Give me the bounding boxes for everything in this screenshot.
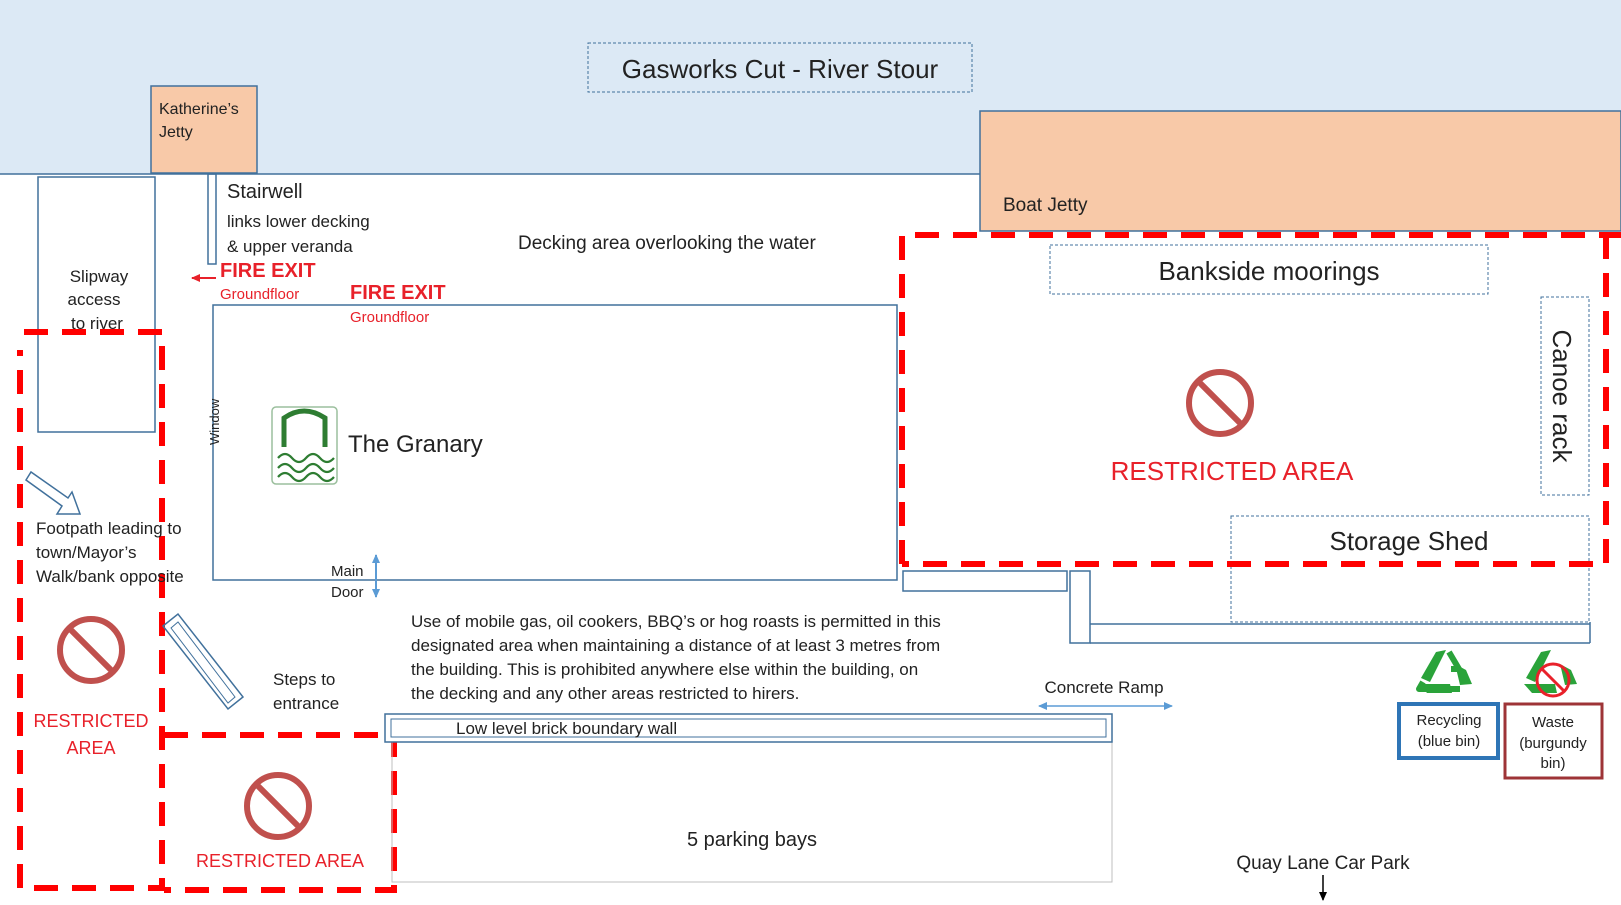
waste-label-1: Waste <box>1532 714 1574 731</box>
concrete-ramp-label: Concrete Ramp <box>1044 678 1163 697</box>
katherines-jetty: Katherine’s Jetty <box>150 85 258 174</box>
katherines-jetty-label-1: Katherine’s <box>159 101 239 118</box>
recycling-label-2: (blue bin) <box>1418 733 1481 750</box>
waste-label-2: (burgundy <box>1519 735 1587 752</box>
no-entry-icon <box>1535 662 1571 698</box>
parking-area: 5 parking bays <box>391 739 1113 883</box>
waste-bin: Waste (burgundy bin) <box>1503 650 1604 780</box>
fire-exit-label: FIRE EXIT <box>350 282 446 304</box>
concrete-ramp: Concrete Ramp <box>1038 678 1173 710</box>
fire-exit-stairwell: FIRE EXIT Groundfloor <box>191 260 316 303</box>
no-entry-icon <box>1186 369 1254 437</box>
bankside-moorings-label: Bankside moorings <box>1158 256 1379 286</box>
katherines-jetty-label-2: Jetty <box>159 124 193 141</box>
steps: Steps to entrance <box>161 612 339 713</box>
concrete-ramp-path <box>902 570 1591 644</box>
slipway: Slipway access to river <box>37 176 156 433</box>
slipway-line-1: Slipway <box>70 267 129 286</box>
boundary-wall: Low level brick boundary wall <box>384 713 1113 743</box>
recycling-label-1: Recycling <box>1416 712 1481 729</box>
canoe-rack-label: Canoe rack <box>1547 330 1577 464</box>
steps-line-1: Steps to <box>273 670 335 689</box>
stairwell: Stairwell links lower decking & upper ve… <box>207 173 370 265</box>
fire-exit-label: FIRE EXIT <box>220 260 316 282</box>
granary-building: Window The Granary Main Door <box>207 304 898 601</box>
no-entry-icon <box>57 616 125 684</box>
stairwell-line-1: links lower decking <box>227 212 370 231</box>
decking-label: Decking area overlooking the water <box>518 233 817 254</box>
granary-logo-icon <box>271 406 338 485</box>
footpath-line-1: Footpath leading to <box>36 519 182 538</box>
main-door-line-2: Door <box>331 584 364 601</box>
river <box>0 0 1621 175</box>
notice-line-1: Use of mobile gas, oil cookers, BBQ’s or… <box>411 612 941 631</box>
window-label: Window <box>207 398 222 445</box>
boat-jetty: Boat Jetty <box>979 110 1621 232</box>
recycling-bin: Recycling (blue bin) <box>1397 650 1500 760</box>
waste-label-3: bin) <box>1540 755 1565 772</box>
footpath-line-3: Walk/bank opposite <box>36 567 184 586</box>
notice-line-2: designated area when maintaining a dista… <box>411 636 940 655</box>
canoe-rack: Canoe rack <box>1540 296 1590 496</box>
fire-exit-sub: Groundfloor <box>350 309 429 326</box>
restricted-area-bottom-label: RESTRICTED AREA <box>196 851 364 871</box>
footpath-arrow-icon <box>24 470 82 515</box>
boundary-wall-label: Low level brick boundary wall <box>456 719 677 738</box>
slipway-line-3: to river <box>71 314 123 333</box>
restricted-area-bottom: RESTRICTED AREA <box>164 732 397 893</box>
stairwell-line-2: & upper veranda <box>227 237 353 256</box>
quay-lane-car-park: Quay Lane Car Park <box>1236 853 1410 901</box>
car-park-label: Quay Lane Car Park <box>1236 853 1410 874</box>
storage-shed-label: Storage Shed <box>1329 526 1488 556</box>
footpath-label: Footpath leading to town/Mayor’s Walk/ba… <box>36 519 184 586</box>
notice-line-4: the decking and any other areas restrict… <box>411 684 799 703</box>
storage-shed: Storage Shed <box>1230 515 1590 623</box>
no-entry-icon <box>244 772 312 840</box>
stairwell-title: Stairwell <box>227 181 303 203</box>
steps-line-2: entrance <box>273 694 339 713</box>
river-title-box: Gasworks Cut - River Stour <box>587 42 973 93</box>
restricted-area-right: RESTRICTED AREA <box>899 232 1621 567</box>
main-door-line-1: Main <box>331 563 364 580</box>
restricted-area-right-label: RESTRICTED AREA <box>1111 456 1354 486</box>
fire-exit-granary: FIRE EXIT Groundfloor <box>350 282 446 326</box>
boat-jetty-label: Boat Jetty <box>1003 195 1088 216</box>
recycle-icon <box>1416 650 1472 693</box>
fire-exit-sub: Groundfloor <box>220 286 299 303</box>
granary-name: The Granary <box>348 431 483 458</box>
bankside-moorings: Bankside moorings <box>1049 244 1489 295</box>
parking-label: 5 parking bays <box>687 829 817 851</box>
slipway-line-2: access <box>68 290 121 309</box>
steps-shape <box>161 612 245 711</box>
river-title: Gasworks Cut - River Stour <box>622 54 939 84</box>
notice-line-3: the building. This is prohibited anywher… <box>411 660 918 679</box>
bbq-notice: Use of mobile gas, oil cookers, BBQ’s or… <box>411 612 941 703</box>
restricted-area-left-label-2: AREA <box>66 738 115 758</box>
footpath-line-2: town/Mayor’s <box>36 543 136 562</box>
restricted-area-left-label-1: RESTRICTED <box>33 711 148 731</box>
river-water <box>0 0 1621 174</box>
restricted-area-left: RESTRICTED AREA <box>17 329 165 891</box>
